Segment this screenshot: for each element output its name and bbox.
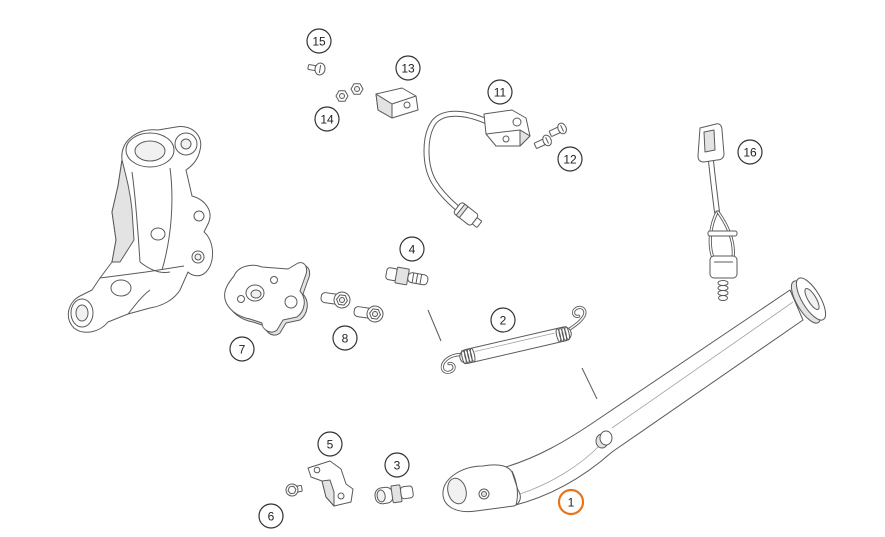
callout-label: 8 xyxy=(342,332,349,346)
callout-ring xyxy=(258,503,284,529)
callout-label: 12 xyxy=(563,153,577,167)
callout-label: 15 xyxy=(312,35,326,49)
part-1-side-stand-drawing xyxy=(442,277,827,513)
part-5-bracket-drawing xyxy=(307,460,354,507)
callout-label: 2 xyxy=(500,314,507,328)
callout-ring xyxy=(395,55,421,81)
callout-label: 4 xyxy=(409,243,416,257)
callout-15[interactable]: 15 xyxy=(306,28,332,54)
callout-5[interactable]: 5 xyxy=(317,431,343,457)
leader-line xyxy=(427,309,442,342)
callout-ring xyxy=(332,325,358,351)
callout-13[interactable]: 13 xyxy=(395,55,421,81)
callout-label: 11 xyxy=(494,86,507,100)
callout-label: 5 xyxy=(327,438,334,452)
part-8-bolts-drawing xyxy=(320,291,384,323)
callout-label: 16 xyxy=(743,146,757,160)
callout-ring xyxy=(399,236,425,262)
part-6-bolt-drawing xyxy=(285,483,303,497)
callout-1[interactable]: 1 xyxy=(557,488,585,516)
callout-label: 14 xyxy=(320,113,334,127)
part-4-bolt-drawing xyxy=(385,266,429,286)
callout-7[interactable]: 7 xyxy=(229,336,255,362)
part-7-plate-drawing xyxy=(224,262,311,336)
part-3-bolt-drawing xyxy=(374,484,414,505)
callout-label: 3 xyxy=(394,459,401,473)
callout-ring xyxy=(306,28,332,54)
part-15-screw-drawing xyxy=(307,62,326,76)
callout-6[interactable]: 6 xyxy=(258,503,284,529)
part-12-screws-drawing xyxy=(533,122,567,149)
part-11-switch-drawing xyxy=(423,109,531,228)
part-2-spring-drawing xyxy=(440,305,587,374)
callout-2[interactable]: 2 xyxy=(490,307,516,333)
callout-16[interactable]: 16 xyxy=(737,139,763,165)
callout-ring xyxy=(557,488,585,516)
callout-ring xyxy=(487,79,513,105)
callout-label: 1 xyxy=(568,496,575,510)
callout-ring xyxy=(737,139,763,165)
part-14-nuts-drawing xyxy=(335,83,364,102)
callout-ring xyxy=(229,336,255,362)
engine-mount-drawing xyxy=(67,126,213,333)
part-16-sensor-drawing xyxy=(697,123,738,301)
callout-ring xyxy=(314,106,340,132)
callout-3[interactable]: 3 xyxy=(384,452,410,478)
callout-label: 6 xyxy=(268,510,275,524)
callout-4[interactable]: 4 xyxy=(399,236,425,262)
callout-label: 7 xyxy=(239,343,246,357)
callout-ring xyxy=(317,431,343,457)
callout-12[interactable]: 12 xyxy=(557,146,583,172)
callout-11[interactable]: 11 xyxy=(487,79,513,105)
callout-label: 13 xyxy=(401,62,415,76)
callout-14[interactable]: 14 xyxy=(314,106,340,132)
callout-8[interactable]: 8 xyxy=(332,325,358,351)
leader-line xyxy=(581,367,598,400)
callout-ring xyxy=(490,307,516,333)
part-13-bracket-drawing xyxy=(375,87,419,119)
callout-ring xyxy=(384,452,410,478)
callout-ring xyxy=(557,146,583,172)
